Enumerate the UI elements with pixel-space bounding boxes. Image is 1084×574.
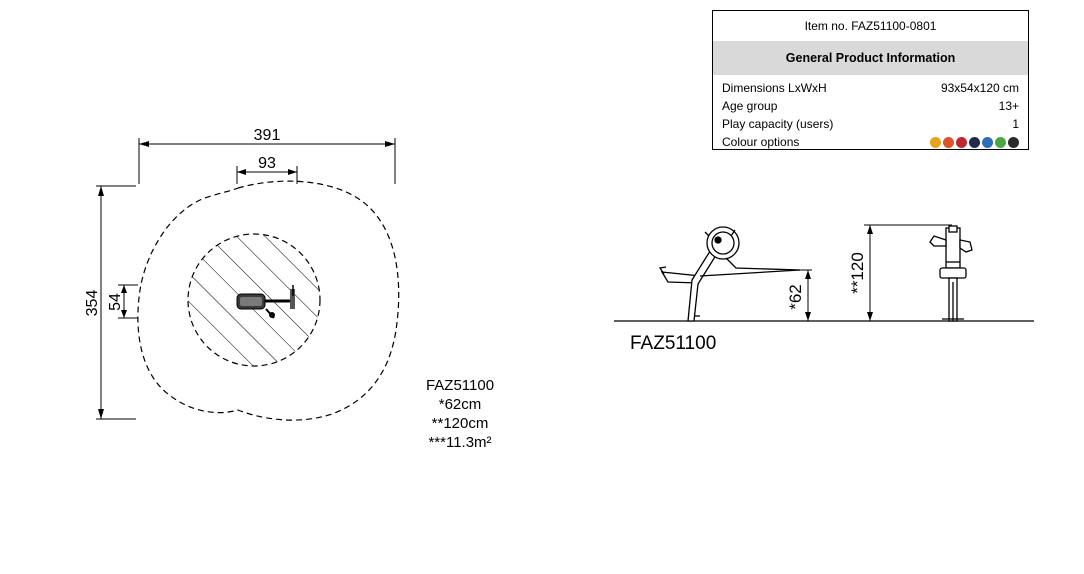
spec-height-2: **120cm [431,415,489,432]
front-view-equipment [929,225,973,322]
info-label: Dimensions LxWxH [722,81,827,95]
dimension-seat-height: *62 [786,269,812,321]
info-value: 93x54x120 cm [940,81,1019,95]
dim-overall-height-label: 354 [84,290,101,317]
dim-item-width-label: 93 [258,155,276,172]
equipment-top-view [236,285,295,319]
dim-total-height-label: **120 [848,252,867,294]
colour-swatch [930,136,941,148]
item-number: Item no. FAZ51100-0801 [804,19,937,33]
info-row-age-group: Age group 13+ [722,97,1019,115]
dim-overall-width-label: 391 [254,127,281,144]
colour-swatch [956,136,967,148]
spec-block: FAZ51100 *62cm **120cm ***11.3m² [380,376,540,452]
fall-zone-outline [187,233,321,367]
info-value: 13+ [998,99,1019,113]
dimension-overall-width: 391 [138,127,396,184]
colour-swatch [943,136,954,148]
spec-model: FAZ51100 [425,377,495,394]
elevation-views: *62 **120 [614,224,1034,322]
plan-view: 391 93 354 54 [84,127,400,421]
info-header: General Product Information [713,41,1028,75]
colour-swatch [995,136,1006,148]
side-view-equipment [658,226,801,322]
info-label: Age group [722,99,778,113]
elevation-model-label: FAZ51100 [630,333,717,354]
dim-seat-height-label: *62 [786,284,805,310]
dim-item-depth-label: 54 [107,293,124,311]
dimension-item-width: 93 [236,155,298,184]
dimension-item-depth: 54 [107,284,138,319]
spec-height-1: *62cm [438,396,482,413]
dimension-overall-height: 354 [84,185,136,420]
info-row-dimensions: Dimensions LxWxH 93x54x120 cm [722,79,1019,97]
info-row-colour-options: Colour options [722,133,1019,151]
colour-swatches [930,136,1019,148]
info-value: 1 [1012,117,1019,131]
spec-area: ***11.3m² [428,434,492,451]
colour-swatch [982,136,993,148]
colour-swatch [969,136,980,148]
info-label: Colour options [722,135,800,149]
colour-swatch [1008,136,1019,148]
info-rows: Dimensions LxWxH 93x54x120 cm Age group … [713,75,1028,151]
product-info-box: Item no. FAZ51100-0801 General Product I… [712,10,1029,150]
info-label: Play capacity (users) [722,117,834,131]
info-row-play-capacity: Play capacity (users) 1 [722,115,1019,133]
dimension-total-height: **120 [848,224,952,321]
